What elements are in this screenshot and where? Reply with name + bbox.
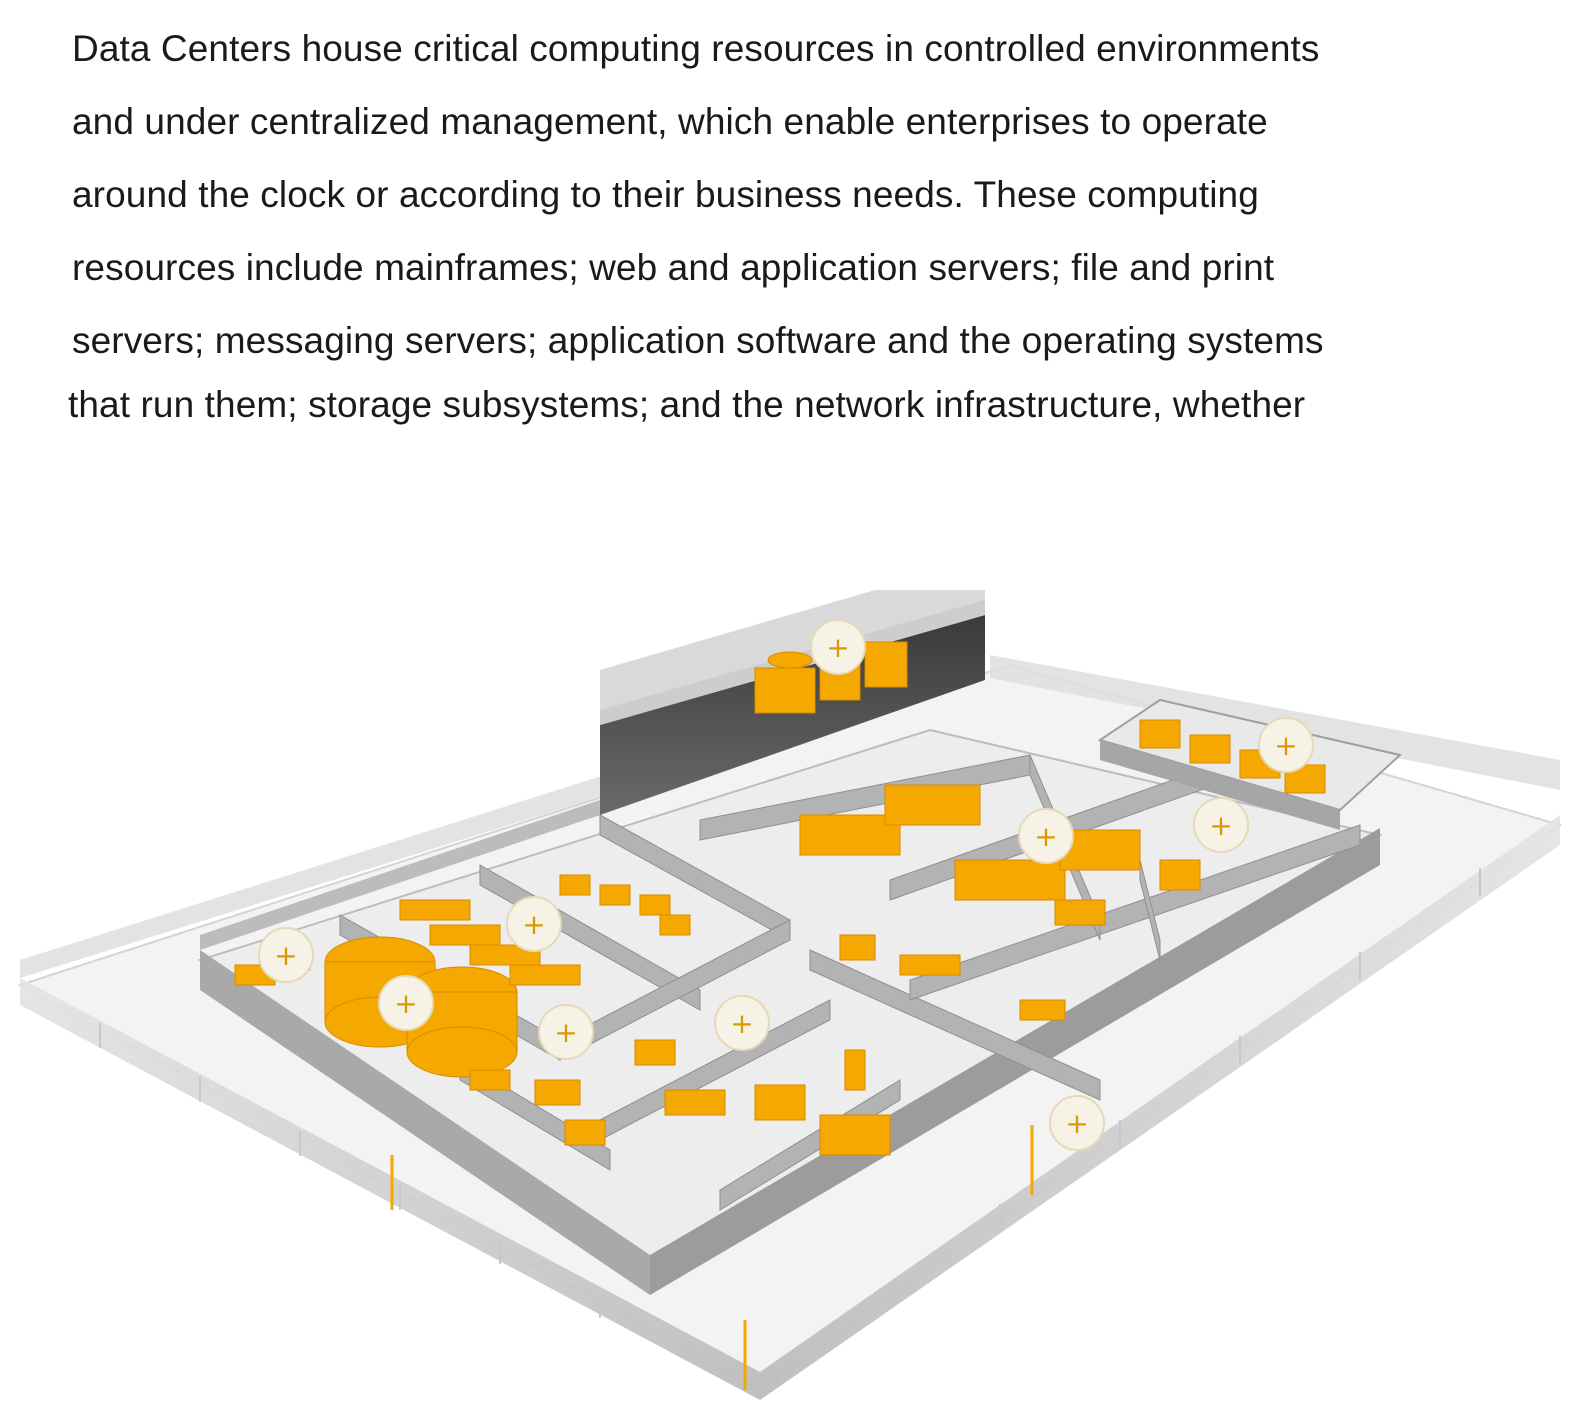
- hotspot-marker[interactable]: +: [538, 1004, 594, 1060]
- hotspot-markers[interactable]: + + + + + + +: [258, 619, 1314, 1151]
- paragraph-line: Data Centers house critical computing re…: [72, 28, 1320, 69]
- svg-text:+: +: [554, 1016, 577, 1049]
- building-wall-front-left: [200, 950, 650, 1295]
- svg-text:+: +: [730, 1007, 753, 1040]
- paragraph-line: servers; messaging servers; application …: [72, 320, 1324, 361]
- hotspot-marker[interactable]: +: [1049, 1095, 1105, 1151]
- equipment: [234, 641, 1326, 1156]
- fence-posts: [99, 868, 1481, 1318]
- svg-text:+: +: [522, 908, 545, 941]
- svg-text:+: +: [274, 939, 297, 972]
- perimeter-fence-back-left: [20, 775, 605, 978]
- hotspot-marker[interactable]: +: [810, 619, 866, 675]
- hotspot-marker[interactable]: +: [1258, 717, 1314, 773]
- svg-text:+: +: [1274, 729, 1297, 762]
- perimeter-fence-front: [20, 978, 760, 1400]
- paragraph: Data Centers house critical computing re…: [68, 12, 1512, 441]
- svg-text:+: +: [1209, 809, 1232, 842]
- generator-yard-wall: [1100, 740, 1340, 830]
- svg-text:+: +: [1034, 820, 1057, 853]
- hotspot-marker[interactable]: +: [258, 927, 314, 983]
- data-center-floorplan: + + + + + + +: [17, 590, 1563, 1400]
- hotspot-marker[interactable]: +: [1193, 797, 1249, 853]
- paragraph-line: resources include mainframes; web and ap…: [72, 247, 1275, 288]
- data-center-illustration: + + + + + + +: [0, 560, 1581, 1419]
- svg-text:+: +: [826, 631, 849, 664]
- hotspot-marker[interactable]: +: [1018, 808, 1074, 864]
- hotspot-marker[interactable]: +: [506, 896, 562, 952]
- building-wall-back-left: [200, 800, 600, 950]
- svg-text:+: +: [394, 987, 417, 1020]
- hotspot-marker[interactable]: +: [714, 995, 770, 1051]
- paragraph-line: around the clock or according to their b…: [72, 174, 1259, 215]
- svg-text:+: +: [1065, 1107, 1088, 1140]
- paragraph-line: and under centralized management, which …: [72, 101, 1268, 142]
- paragraph-line: that run them; storage subsystems; and t…: [68, 384, 1306, 425]
- light-poles: [390, 1125, 1034, 1390]
- hotspot-marker[interactable]: +: [378, 975, 434, 1031]
